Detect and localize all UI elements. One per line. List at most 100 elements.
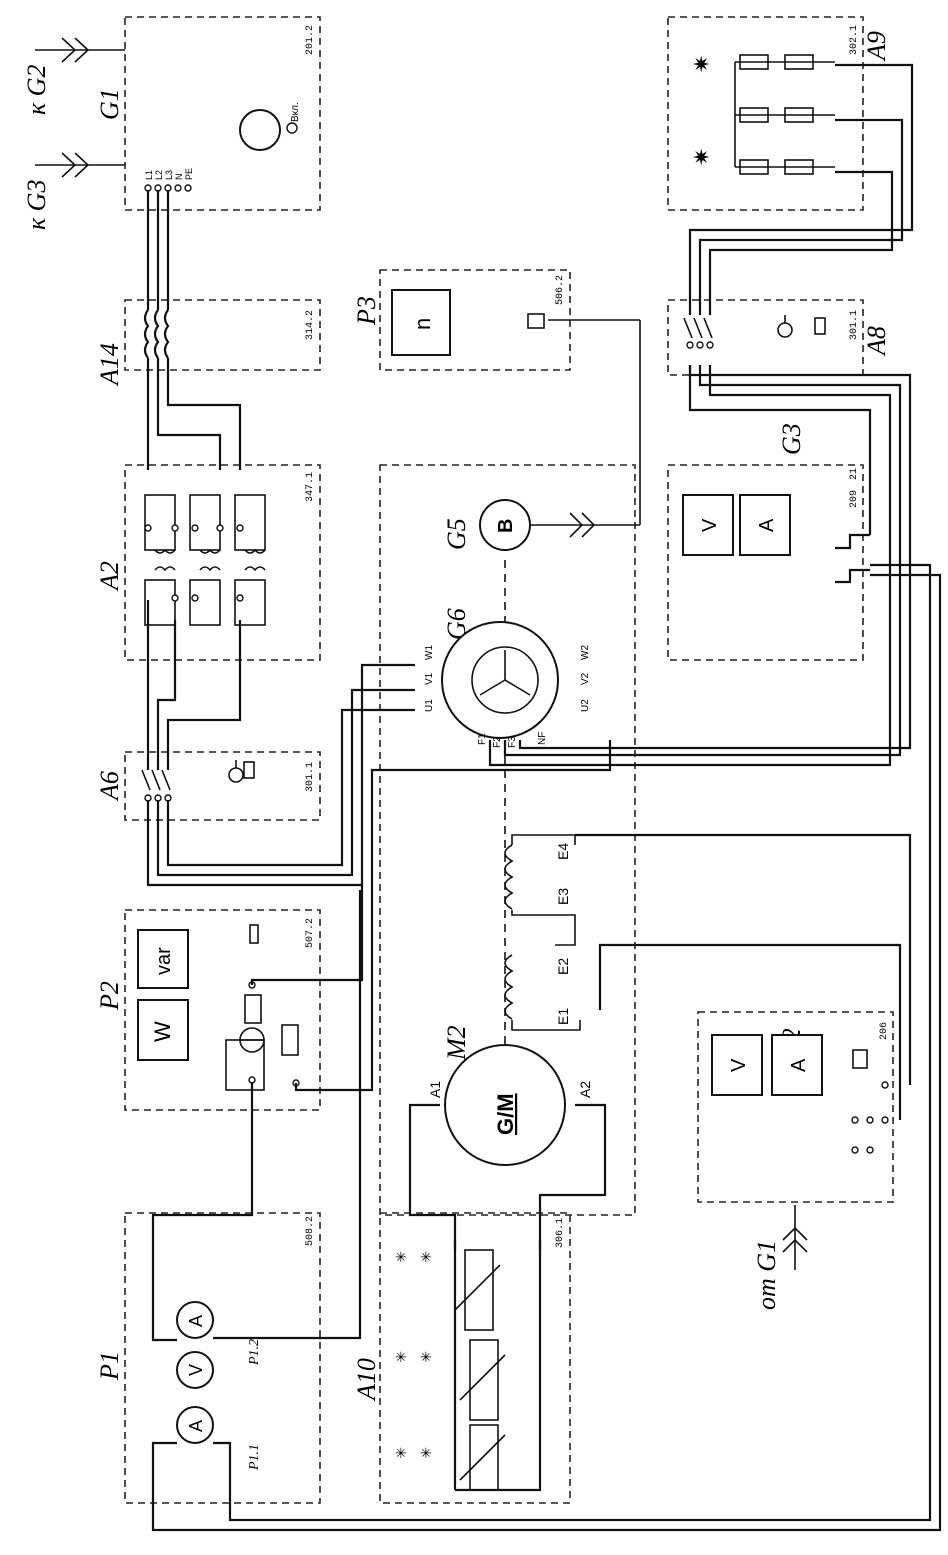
a8-switch-symbol — [777, 315, 826, 338]
label-g5: G5 — [442, 518, 471, 550]
g2-ammeter — [771, 1034, 823, 1096]
label-a14: A14 — [95, 343, 124, 387]
label-p1-2: P1.2 — [247, 1339, 262, 1366]
g2-v-label: V — [728, 1058, 750, 1072]
svg-text:✳: ✳ — [395, 1349, 407, 1365]
p1-ammeter-1: A — [186, 1420, 206, 1432]
p2-var-display: var — [153, 947, 175, 975]
a10-rheostats — [454, 1249, 506, 1491]
block-a9 — [667, 16, 864, 211]
label-g3: G3 — [777, 423, 806, 455]
p2-wiring — [151, 740, 612, 1330]
label-p1: P1 — [95, 1351, 124, 1381]
code-g3-2: 21 — [849, 468, 860, 480]
a10-lamps: ✳✳✳ ✳✳✳ — [395, 1249, 432, 1461]
g2-terminal-nodes — [851, 1081, 889, 1154]
code-p1: 508.2 — [305, 1216, 316, 1246]
g1-terminal-pe: PE — [184, 168, 194, 180]
label-from-g1: от G1 — [752, 1240, 781, 1310]
g6-w1: W1 — [424, 645, 435, 660]
p2-w-display: W — [150, 1021, 175, 1042]
p1-wiring — [151, 563, 942, 1532]
g1-terminal-l3: L3 — [164, 170, 174, 180]
arrow-k-g2 — [35, 37, 125, 63]
field-e3: E3 — [555, 888, 571, 905]
g6-f2: F2 — [492, 736, 503, 748]
label-g1: G1 — [95, 88, 124, 120]
label-k-g2: к G2 — [22, 65, 51, 115]
g6-star-symbol — [479, 650, 531, 696]
m2-machine — [444, 1044, 566, 1166]
g3-voltmeter — [682, 494, 734, 556]
field-e4: E4 — [555, 843, 571, 860]
code-a6: 301.1 — [305, 762, 316, 792]
g3-v-label: V — [699, 518, 721, 532]
a8-switch — [683, 317, 714, 349]
g5-symbol: B — [495, 519, 517, 533]
g1-terminal-l2: L2 — [154, 170, 164, 180]
g6-u1: U1 — [424, 699, 435, 712]
svg-text:✳: ✳ — [395, 1445, 407, 1461]
block-a8 — [667, 299, 864, 376]
block-a2 — [124, 464, 321, 661]
g6-v2: V2 — [580, 672, 591, 685]
svg-text:✳: ✳ — [420, 1445, 432, 1461]
g2-a-label: A — [788, 1058, 810, 1072]
block-a10 — [379, 1212, 571, 1504]
svg-text:✷: ✷ — [692, 52, 710, 77]
label-a6: A6 — [95, 771, 124, 802]
g2-voltmeter — [711, 1034, 763, 1096]
g1-terminal-n: N — [174, 174, 184, 181]
code-p3: 506.2 — [555, 275, 566, 305]
code-g3: 209 — [849, 490, 860, 508]
g1-indicator-lamp — [286, 122, 298, 134]
g1-switch-knob — [239, 109, 281, 151]
g6-nf: NF — [537, 732, 548, 745]
label-k-g3: к G3 — [22, 180, 51, 230]
g5-to-p3-link — [530, 319, 641, 538]
field-windings — [504, 834, 581, 1031]
field-e2: E2 — [555, 958, 571, 975]
block-p2 — [124, 909, 321, 1111]
code-g1: 201.2 — [305, 25, 316, 55]
label-a9: A9 — [862, 31, 891, 62]
svg-text:✷: ✷ — [692, 145, 710, 170]
a2-transformer — [144, 494, 266, 626]
svg-text:✳: ✳ — [420, 1349, 432, 1365]
label-a2: A2 — [95, 561, 124, 592]
p2-meters — [137, 924, 300, 1091]
g1-terminal-l1: L1 — [144, 170, 154, 180]
arrow-k-g3 — [35, 152, 125, 178]
three-phase-bus — [143, 190, 242, 470]
code-a10: 306.1 — [555, 1218, 566, 1248]
g6-v1: V1 — [424, 672, 435, 685]
block-g2 — [697, 1011, 894, 1203]
g6-f1: F1 — [477, 733, 488, 745]
arrow-from-g1 — [782, 1205, 808, 1270]
block-g1 — [124, 16, 321, 211]
field-e1: E1 — [555, 1008, 571, 1025]
g2-switch — [852, 1049, 868, 1069]
a10-wiring — [408, 1103, 607, 1492]
code-a14: 314.2 — [305, 310, 316, 340]
g3-feed-wires — [688, 365, 872, 535]
m2-terminal-a1: A1 — [427, 1081, 443, 1098]
label-p2: P2 — [95, 981, 124, 1011]
g3-ammeter — [739, 494, 791, 556]
g3-terminals — [835, 533, 870, 584]
a6-to-g6-wires — [146, 663, 415, 887]
svg-text:✳: ✳ — [420, 1249, 432, 1265]
g6-u2: U2 — [580, 699, 591, 712]
g6-f3: F3 — [507, 736, 518, 748]
g1-terminal-nodes — [144, 184, 192, 192]
code-a2: 347.1 — [305, 472, 316, 502]
g6-w2: W2 — [580, 645, 591, 660]
label-p3: P3 — [352, 296, 381, 326]
m2-terminal-a2: A2 — [577, 1081, 593, 1098]
code-p2: 507.2 — [305, 918, 316, 948]
block-p1 — [124, 1212, 321, 1504]
p1-voltmeter: V — [186, 1364, 206, 1376]
block-machines — [379, 464, 636, 1216]
code-a8: 301.1 — [849, 310, 860, 340]
